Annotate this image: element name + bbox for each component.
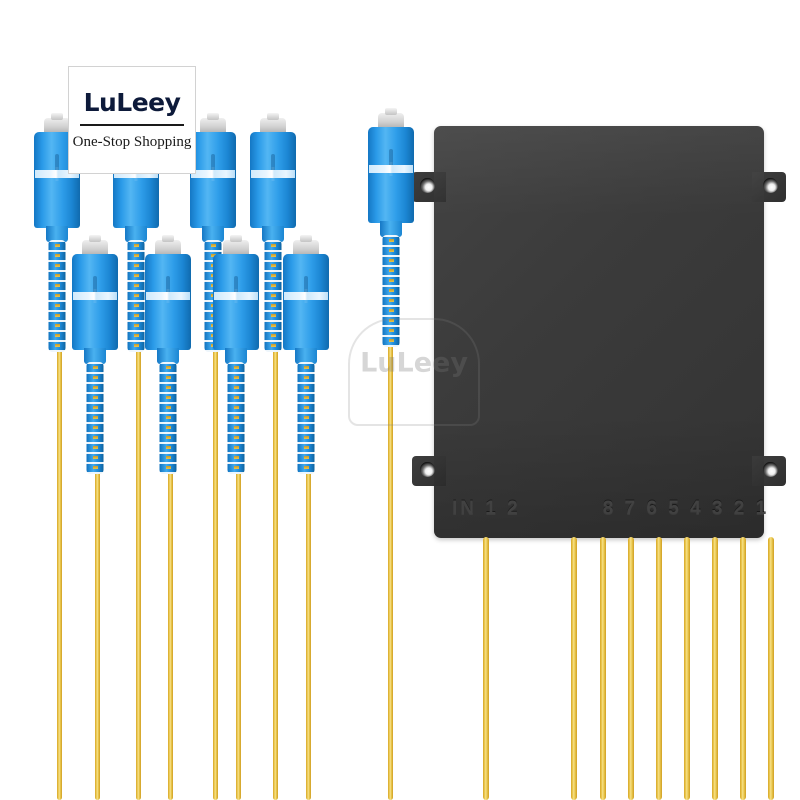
box-fiber-8 (768, 537, 774, 800)
connector-neck (46, 226, 68, 242)
splitter-housing: IN 1 2 8 7 6 5 4 3 2 1 (412, 126, 786, 538)
fiber-output-3 (136, 340, 141, 800)
ferrule-cap-icon (378, 113, 404, 130)
box-fiber-6 (712, 537, 718, 800)
box-fiber-4 (656, 537, 662, 800)
fiber-output-1 (57, 340, 62, 800)
connector-latch (114, 170, 158, 178)
mount-screw-bottom-left (420, 462, 435, 477)
connector-neck (157, 348, 179, 364)
fiber-output-5 (213, 340, 218, 800)
mount-screw-top-right (763, 178, 778, 193)
brand-tagline: One-Stop Shopping (72, 133, 192, 150)
mount-screw-bottom-right (763, 462, 778, 477)
ferrule-cap-icon (223, 240, 249, 257)
strain-relief-boot (159, 362, 177, 474)
connector-key (271, 154, 275, 172)
connector-key (211, 154, 215, 172)
fiber-output-4 (168, 460, 173, 800)
connector-key (55, 154, 59, 172)
ferrule-cap-icon (44, 118, 70, 135)
mount-screw-top-left (420, 178, 435, 193)
connector-neck (202, 226, 224, 242)
ferrule-cap-icon (200, 118, 226, 135)
brand-logo-card: LuLeey One-Stop Shopping (68, 66, 196, 174)
connector-latch (214, 292, 258, 300)
connector-neck (295, 348, 317, 364)
box-fiber-7 (740, 537, 746, 800)
strain-relief-boot (382, 235, 400, 347)
connector-neck (125, 226, 147, 242)
connector-neck (380, 221, 402, 237)
fiber-output-8 (306, 460, 311, 800)
strain-relief-boot (264, 240, 282, 352)
housing-label-row: IN 1 2 8 7 6 5 4 3 2 1 (434, 494, 766, 524)
fiber-output-2 (95, 460, 100, 800)
box-fiber-3 (628, 537, 634, 800)
box-fiber-1 (571, 537, 577, 800)
connector-latch (191, 170, 235, 178)
connector-latch (73, 292, 117, 300)
connector-neck (262, 226, 284, 242)
fiber-output-7 (273, 340, 278, 800)
connector-latch (284, 292, 328, 300)
connector-latch (146, 292, 190, 300)
ferrule-cap-icon (293, 240, 319, 257)
strain-relief-boot (86, 362, 104, 474)
strain-relief-boot (48, 240, 66, 352)
connector-neck (84, 348, 106, 364)
ferrule-cap-icon (82, 240, 108, 257)
connector-key (234, 276, 238, 294)
connector-latch (35, 170, 79, 178)
box-fiber-input (483, 537, 489, 800)
connector-key (93, 276, 97, 294)
fiber-output-6 (236, 460, 241, 800)
connector-latch (251, 170, 295, 178)
housing-input-label: IN 1 2 (452, 498, 521, 519)
housing-port-numbers: 8 7 6 5 4 3 2 1 (602, 498, 770, 519)
strain-relief-boot (297, 362, 315, 474)
ferrule-cap-icon (260, 118, 286, 135)
connector-key (389, 149, 393, 167)
logo-divider (80, 123, 184, 126)
ferrule-cap-icon (155, 240, 181, 257)
strain-relief-boot (227, 362, 245, 474)
fiber-input-lead (388, 330, 393, 800)
connector-neck (225, 348, 247, 364)
box-fiber-2 (600, 537, 606, 800)
box-fiber-5 (684, 537, 690, 800)
connector-key (166, 276, 170, 294)
strain-relief-boot (127, 240, 145, 352)
brand-name: LuLeey (83, 87, 181, 117)
connector-latch (369, 165, 413, 173)
connector-key (304, 276, 308, 294)
